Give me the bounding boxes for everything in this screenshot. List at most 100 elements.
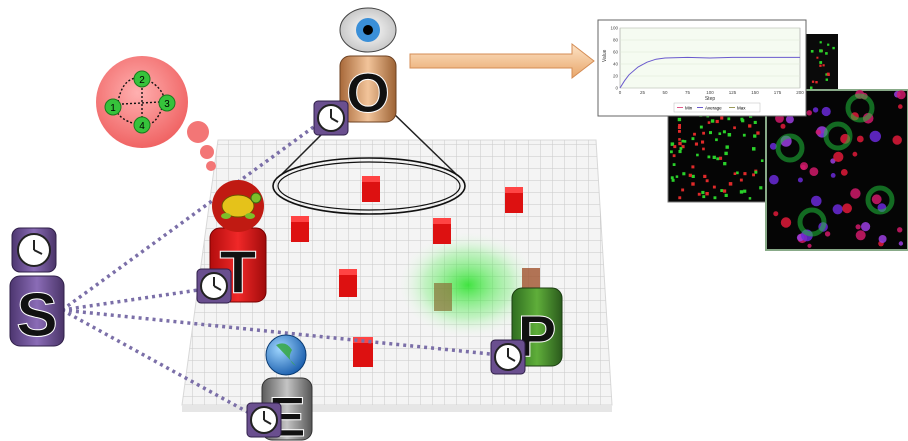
agent-dot — [715, 119, 719, 124]
agent-dot — [716, 157, 720, 161]
y-tick-label: 80 — [613, 38, 619, 43]
agent-dot — [780, 123, 786, 129]
agent-dot — [759, 186, 763, 190]
agent-dot — [756, 131, 760, 135]
agent-dot — [702, 147, 705, 151]
agent-dot — [678, 196, 682, 200]
agent-dot — [707, 155, 711, 159]
agent-dot — [878, 235, 887, 243]
agent-dot — [703, 174, 707, 178]
agent-dot — [670, 150, 673, 154]
svg-text:4: 4 — [139, 121, 145, 132]
agent-dot — [800, 164, 806, 170]
x-tick-label: 200 — [796, 90, 804, 95]
x-tick-label: 100 — [706, 90, 714, 95]
agent-dot — [679, 147, 683, 150]
patch-halo — [775, 133, 805, 163]
y-tick-label: 100 — [610, 26, 618, 31]
agent-dot — [856, 135, 864, 143]
agent-dot — [693, 132, 696, 136]
agent-dot — [812, 107, 819, 113]
agent-dot — [769, 174, 779, 185]
agent-dot — [752, 173, 755, 177]
agent-dot — [739, 178, 743, 182]
agent-dot — [697, 192, 701, 196]
y-axis-label: Value — [602, 49, 608, 62]
agent-dot — [827, 43, 830, 46]
agent-dot — [723, 162, 727, 166]
agent-dot — [753, 120, 757, 124]
agent-dot — [702, 195, 706, 199]
agent-dot — [671, 178, 675, 182]
agent-dot — [672, 163, 676, 166]
agent-dot — [810, 86, 813, 89]
agent-dot — [855, 224, 861, 230]
agent-dot — [743, 172, 747, 176]
state-node: 4 — [133, 116, 151, 134]
agent-dot — [811, 80, 815, 83]
agent-dot — [720, 116, 724, 120]
turtle-icon — [212, 180, 264, 232]
agent-dot — [682, 172, 686, 176]
agent-dot — [754, 170, 758, 174]
chart-legend: Min Average Max — [673, 102, 761, 113]
agent-dot — [810, 50, 814, 53]
agent-dot — [825, 73, 828, 76]
agent-dot — [819, 41, 822, 44]
agent-dot — [769, 142, 777, 150]
agent-dot — [840, 169, 848, 176]
agent-dot — [694, 142, 698, 146]
agent-dot — [753, 134, 757, 138]
agent-dot — [715, 138, 718, 142]
agent-dot — [752, 147, 756, 151]
agent-dot — [833, 151, 844, 162]
patch-halo — [845, 93, 875, 123]
agent-dot — [742, 133, 746, 137]
agent-dot — [696, 153, 699, 157]
agent-dot — [815, 129, 821, 135]
agent-dot — [681, 188, 685, 192]
agent-dot — [869, 130, 881, 143]
scheduler-letter: S — [16, 281, 57, 350]
agent-dot — [816, 56, 819, 59]
agent-dot — [852, 151, 858, 157]
agent-dot — [727, 117, 731, 121]
agent-dot — [722, 189, 727, 193]
agent-dot — [683, 140, 687, 143]
agent-dot — [678, 138, 681, 141]
agent-dot — [760, 159, 764, 162]
red-cubes — [291, 176, 540, 367]
agent-dot — [797, 177, 803, 183]
agent-dot — [725, 145, 729, 149]
agent-dot — [710, 119, 715, 123]
agent-dot — [722, 130, 726, 134]
agent-dot — [691, 165, 695, 169]
agent-dot — [713, 196, 717, 200]
agent-dot — [709, 131, 712, 135]
output-arrow — [409, 42, 595, 80]
agent-dot — [701, 140, 705, 144]
patch-halo — [797, 207, 827, 237]
svg-text:1: 1 — [110, 103, 116, 114]
agent-dot — [811, 195, 822, 207]
agent-dot — [748, 124, 752, 128]
clock-icon — [196, 268, 232, 304]
y-tick-label: 0 — [615, 86, 618, 91]
x-axis-label: Step — [705, 96, 716, 102]
agent-dot — [712, 155, 716, 159]
agent-dot — [699, 125, 703, 129]
agent-dot — [720, 189, 724, 192]
red-cube — [339, 269, 357, 297]
x-tick-label: 175 — [774, 90, 782, 95]
legend-max: Max — [737, 106, 746, 111]
agent-dot — [819, 49, 823, 53]
x-tick-label: 50 — [662, 90, 668, 95]
clock-icon — [246, 402, 282, 438]
agent-dot — [691, 137, 695, 141]
agent-dot — [826, 72, 830, 76]
agent-dot — [785, 115, 794, 124]
agent-dot — [748, 197, 752, 200]
patch-halo — [865, 185, 895, 215]
agent-dot — [821, 106, 831, 117]
